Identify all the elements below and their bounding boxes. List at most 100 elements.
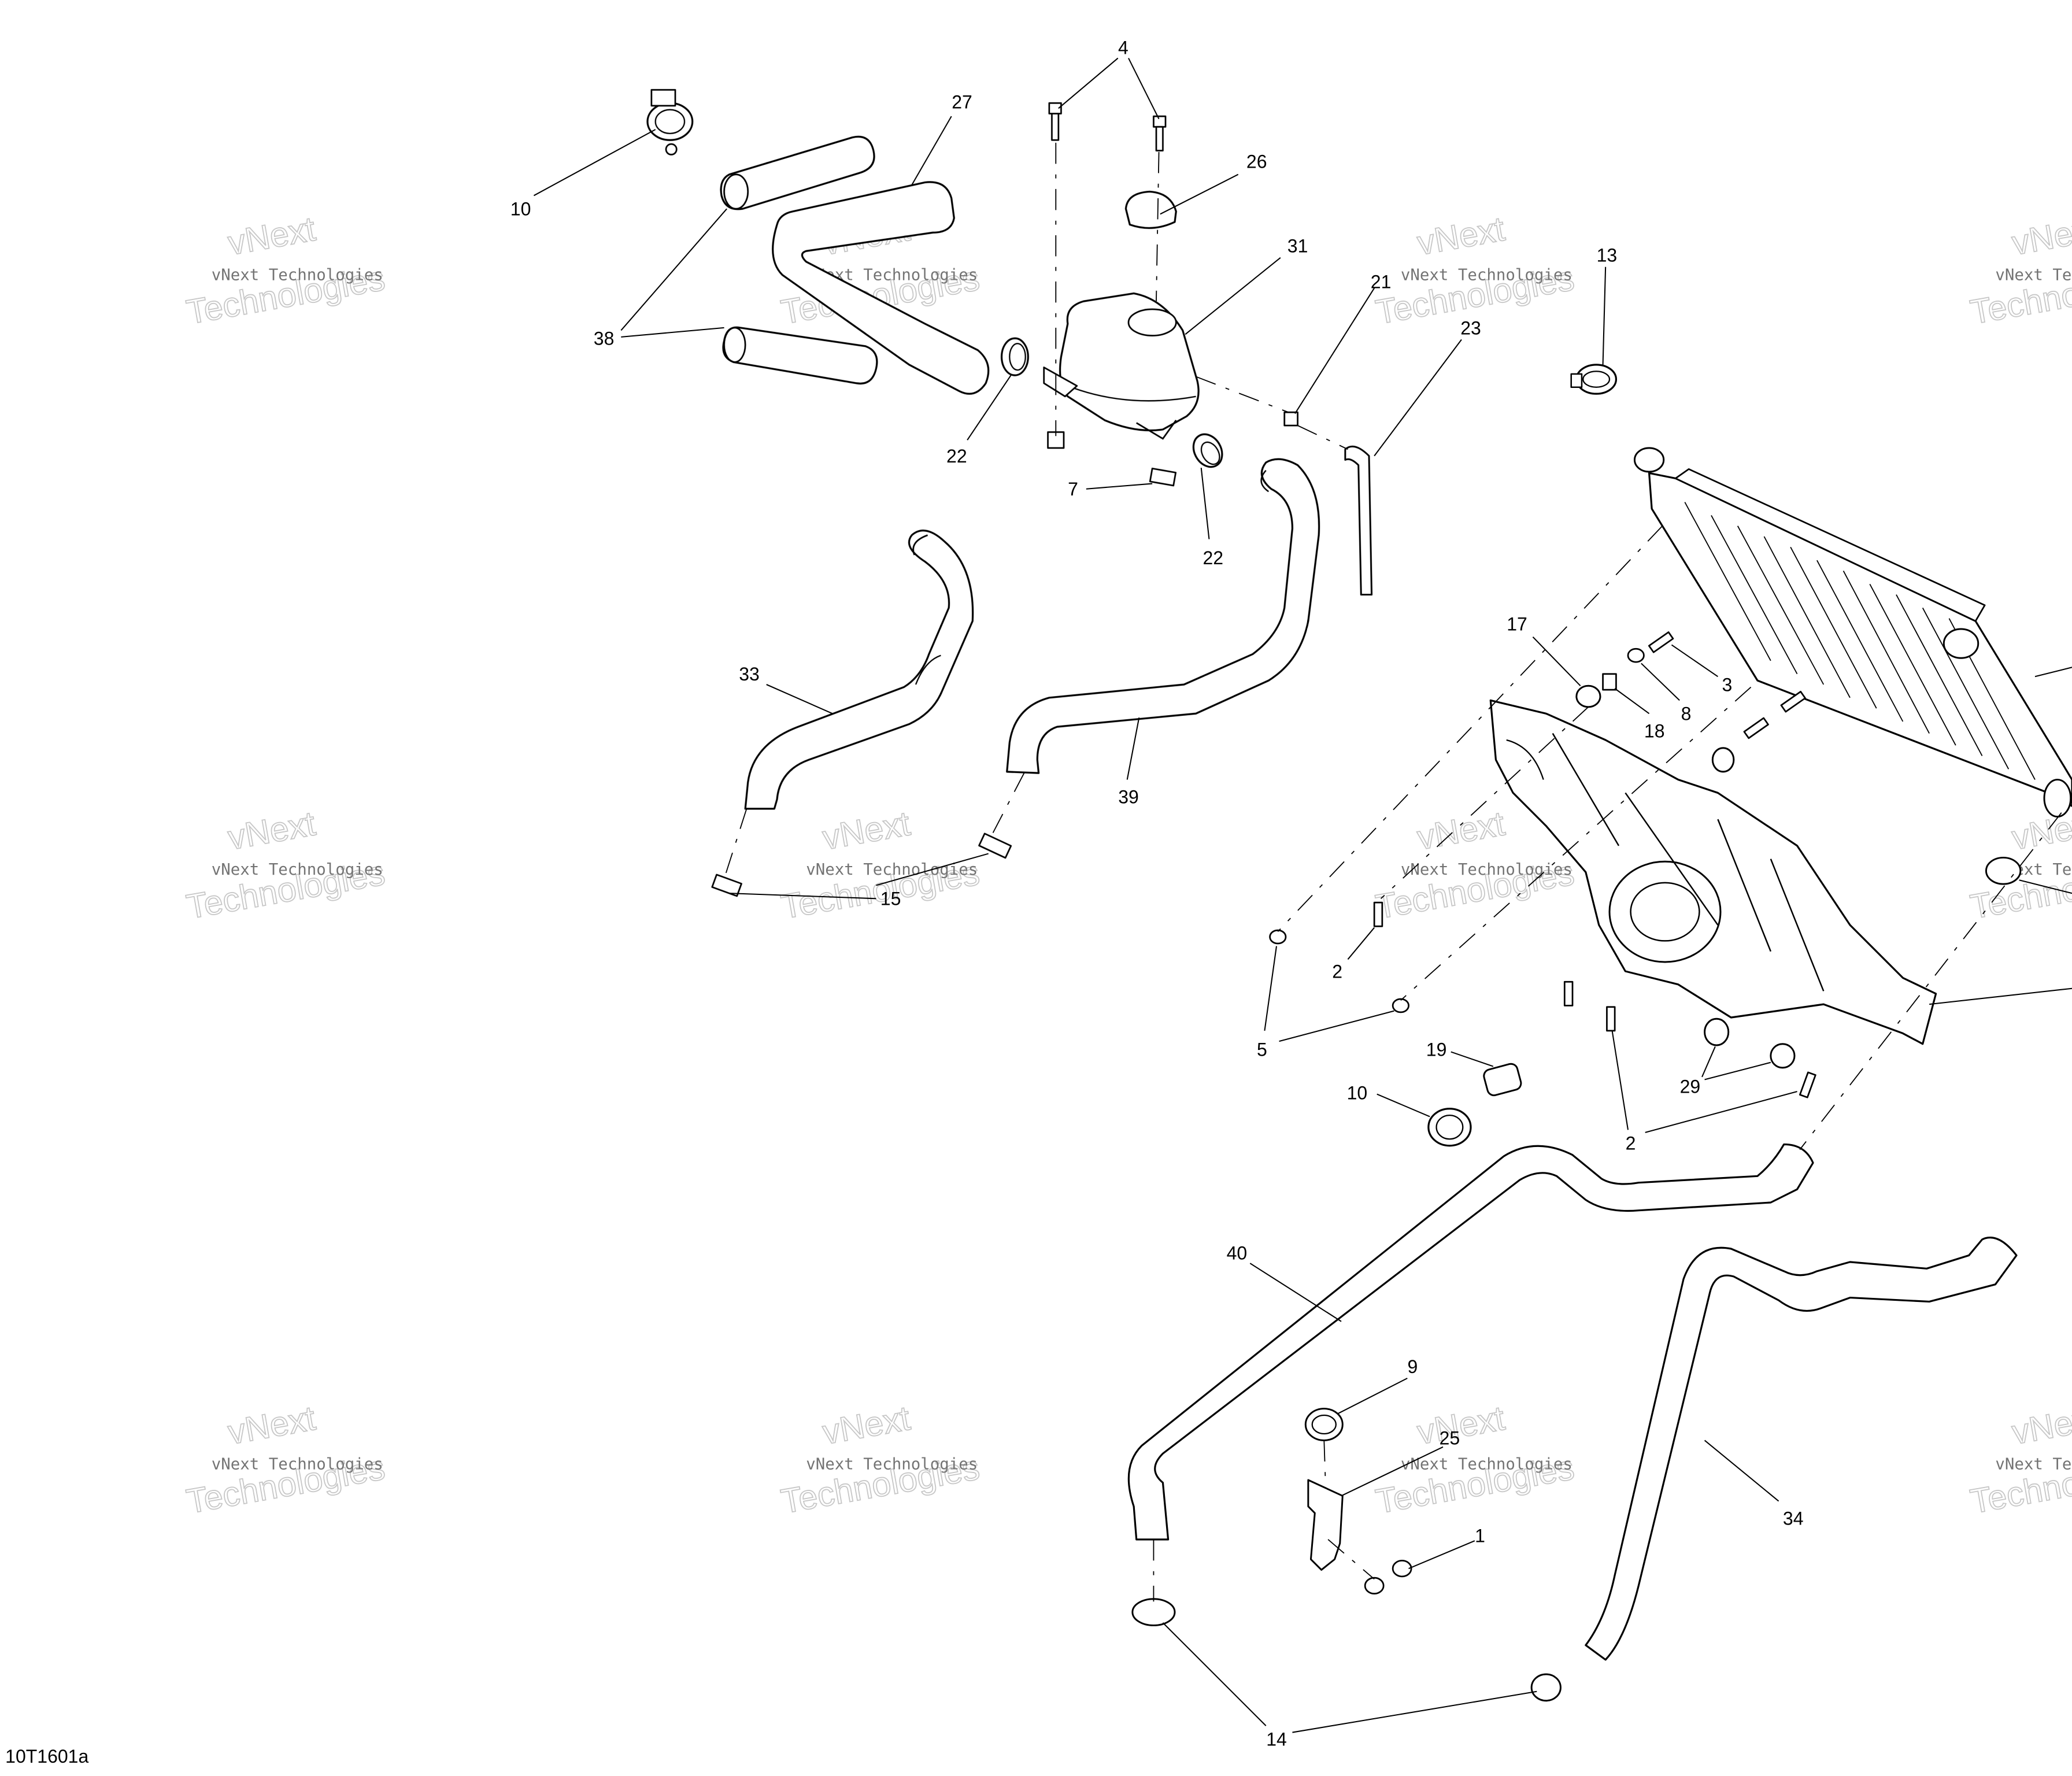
- callout-5: 5: [1257, 1039, 1267, 1060]
- watermark-text: vNext Technologies: [212, 861, 383, 879]
- rubber-mount-29-left: [1704, 1018, 1730, 1046]
- clamp-14-left: [1131, 1598, 1176, 1626]
- callout-34: 34: [1783, 1508, 1804, 1529]
- clip-21: [1283, 411, 1298, 427]
- bracket-25: [1307, 1479, 1344, 1571]
- watermark-text: vNext Technologies: [1995, 1456, 2072, 1474]
- assembly-lines: [723, 142, 2062, 1602]
- hose-33: [744, 530, 974, 810]
- watermark-large-vnext: vNext: [1414, 804, 1508, 857]
- watermark-large-vnext: vNext: [225, 804, 319, 857]
- hose-clamp-10-top: [646, 89, 694, 156]
- callout-17: 17: [1507, 613, 1527, 634]
- bolt-2-upper: [1373, 901, 1383, 927]
- watermark-text: vNext Technologies: [806, 861, 978, 879]
- diagram-id-label: 10T1601a: [5, 1746, 88, 1767]
- nut-7: [1149, 467, 1177, 487]
- clamp-right-edge: [1985, 856, 2022, 885]
- clamp-15-left: [711, 874, 742, 897]
- watermark-large-vnext: vNext: [2009, 1398, 2072, 1452]
- clamp-15-right: [978, 832, 1012, 859]
- bolt-2-lower: [1606, 1006, 1616, 1032]
- hose-38-upper: [720, 135, 875, 210]
- watermark-text: vNext Technologies: [212, 267, 383, 284]
- coolant-reservoir-31: [1043, 292, 1200, 440]
- overflow-tube-23: [1344, 445, 1373, 596]
- bolt-mid-right: [1743, 717, 1769, 739]
- callout-31: 31: [1287, 236, 1308, 257]
- callout-14: 14: [1266, 1729, 1287, 1749]
- callout-7: 7: [1068, 479, 1078, 500]
- hose-27: [772, 181, 990, 395]
- callout-19: 19: [1426, 1039, 1447, 1060]
- spacer-18: [1602, 673, 1617, 691]
- callout-13: 13: [1597, 245, 1618, 266]
- washer-17: [1575, 684, 1601, 708]
- bolt-upper-right: [1780, 690, 1806, 713]
- watermark-large-vnext: vNext: [2009, 209, 2072, 262]
- grommet: [1711, 747, 1735, 773]
- watermark-large-vnext: vNext: [820, 1398, 913, 1452]
- reservoir-cap-26: [1124, 190, 1177, 230]
- watermark-text: vNext Technologies: [806, 1456, 978, 1474]
- callout-29: 29: [1680, 1076, 1701, 1097]
- clamp-14-right: [1530, 1673, 1562, 1702]
- callout-4: 4: [1118, 38, 1128, 58]
- bolt-3: [1648, 631, 1674, 653]
- callout-39: 39: [1118, 787, 1139, 808]
- hose-34: [1585, 1237, 2018, 1661]
- watermark-large-vnext: vNext: [1414, 209, 1508, 262]
- callout-22-right: 22: [1202, 547, 1223, 568]
- callout-10-lower: 10: [1347, 1083, 1368, 1104]
- callout-22-left: 22: [946, 446, 967, 467]
- clamp-22-right: [1192, 433, 1223, 468]
- watermark-large-vnext: vNext: [225, 1398, 319, 1452]
- clamp-19: [1483, 1063, 1522, 1097]
- bolt-2-right: [1799, 1071, 1816, 1098]
- callout-9: 9: [1408, 1356, 1418, 1377]
- clamp-10-lower: [1427, 1108, 1472, 1147]
- watermark-large-vnext: vNext: [225, 209, 319, 262]
- callout-8: 8: [1681, 704, 1692, 724]
- watermark-large-vnext: vNext: [1414, 1398, 1508, 1452]
- bolt-1-a: [1364, 1577, 1385, 1594]
- callout-18: 18: [1644, 720, 1665, 741]
- callout-26: 26: [1246, 151, 1267, 172]
- clamp-13: [1570, 364, 1618, 395]
- bolt-4-left: [1048, 102, 1062, 141]
- nut-5-lower: [1392, 998, 1409, 1013]
- callout-2-lower: 2: [1626, 1133, 1636, 1154]
- watermark-text: vNext Technologies: [212, 1456, 383, 1474]
- callout-15: 15: [880, 889, 901, 909]
- parts-layer: [646, 89, 2072, 1702]
- leader-lines: [533, 57, 2072, 1733]
- hose-38-lower: [722, 326, 878, 385]
- watermark-text: vNext Technologies: [1995, 267, 2072, 284]
- bolt-1-b: [1392, 1560, 1412, 1578]
- watermark-text: vNext Technologies: [1401, 861, 1572, 879]
- clamp-22-left: [1000, 337, 1029, 376]
- callout-2-upper: 2: [1332, 961, 1342, 982]
- nut-5-upper: [1269, 929, 1287, 945]
- hose-39: [1006, 458, 1320, 774]
- callout-1: 1: [1475, 1525, 1485, 1546]
- watermark-text: vNext Technologies: [1401, 267, 1572, 284]
- callout-33: 33: [739, 664, 760, 684]
- callout-21: 21: [1371, 271, 1392, 292]
- callout-38: 38: [594, 328, 615, 349]
- callout-3: 3: [1722, 674, 1733, 695]
- rubber-mount-29-right: [1770, 1043, 1796, 1069]
- watermark-text: vNext Technologies: [1401, 1456, 1572, 1474]
- washer-8: [1627, 648, 1645, 663]
- callout-labels: 4 27 26 31 21 23 13 10 38 22 7 22 33 39 …: [510, 38, 1804, 1750]
- callout-25: 25: [1440, 1427, 1460, 1448]
- callout-10-top: 10: [510, 199, 531, 220]
- fan-shroud: [1489, 699, 1937, 1045]
- callout-40: 40: [1227, 1242, 1248, 1263]
- callout-23: 23: [1460, 317, 1481, 338]
- callout-27: 27: [952, 91, 972, 112]
- radiator: [1633, 447, 2072, 818]
- bolt-2-mid: [1563, 980, 1574, 1007]
- bolt-4-right: [1153, 115, 1167, 151]
